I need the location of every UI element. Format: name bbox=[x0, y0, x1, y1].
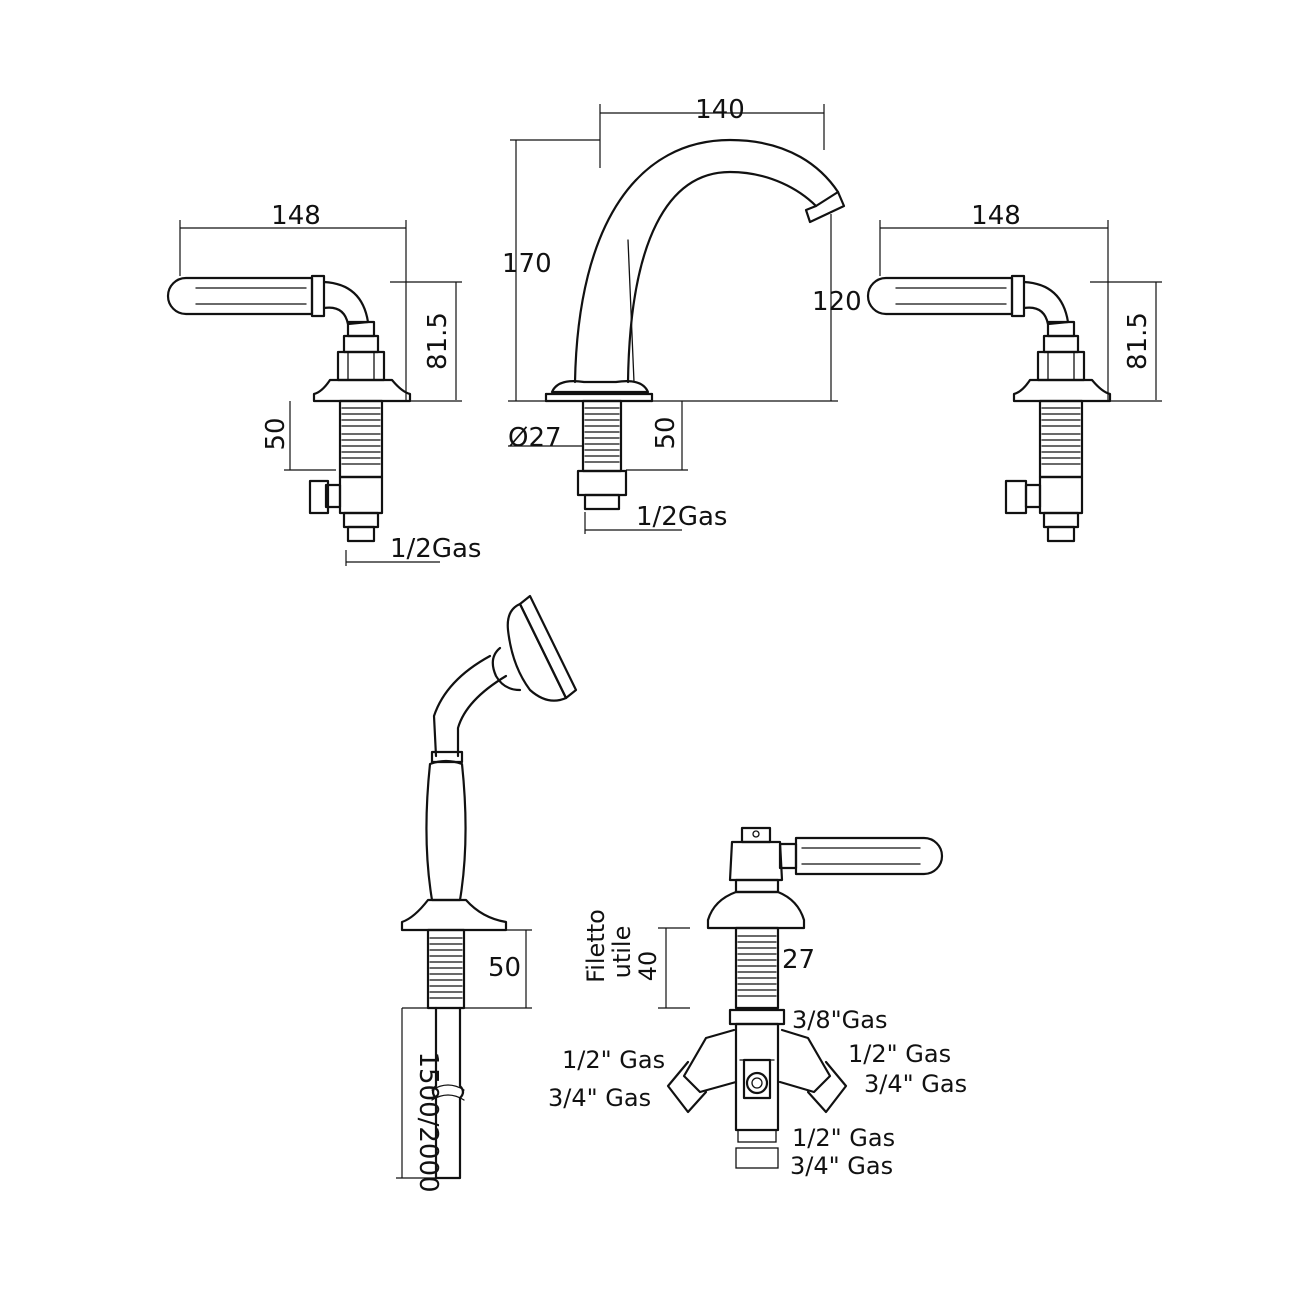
right-handle-valve: 148 81.5 bbox=[866, 201, 1162, 543]
useful-thread-length-label: 40 bbox=[634, 951, 662, 982]
spout: 140 170 120 Ø27 50 1/2Gas bbox=[502, 95, 862, 534]
right-handle-width-label: 148 bbox=[971, 201, 1021, 231]
useful-thread-label-line1: Filetto bbox=[582, 909, 610, 983]
right-handle-height-label: 81.5 bbox=[1123, 312, 1153, 370]
right-shank-thread bbox=[1041, 407, 1081, 465]
hand-shower-shank-thread bbox=[429, 937, 463, 999]
diverter-valve: Filetto utile 40 27 3/8"Gas 1/2" Gas 3/4… bbox=[548, 826, 967, 1180]
spout-outlet-height-label: 120 bbox=[812, 287, 862, 317]
spout-diameter-label: Ø27 bbox=[508, 423, 562, 453]
diverter-left-inner-label: 1/2" Gas bbox=[562, 1046, 665, 1074]
diverter-diameter-label: 27 bbox=[782, 945, 815, 975]
spout-thread-label: 1/2Gas bbox=[636, 502, 727, 532]
diverter-right-outer-label: 3/4" Gas bbox=[864, 1070, 967, 1098]
hose-length-label: 1500/2000 bbox=[413, 1051, 443, 1192]
left-shank-thread bbox=[341, 407, 381, 465]
diverter-bottom-outer-label: 3/4" Gas bbox=[790, 1152, 893, 1180]
hand-shower: 50 1500/2000 bbox=[396, 594, 578, 1193]
spout-height-label: 170 bbox=[502, 249, 552, 279]
left-shank-length-label: 50 bbox=[261, 417, 291, 450]
left-handle-width-label: 148 bbox=[271, 201, 321, 231]
spout-reach-label: 140 bbox=[695, 95, 745, 125]
diverter-shank-thread bbox=[737, 935, 777, 997]
spout-shank-length-label: 50 bbox=[651, 416, 681, 449]
left-handle-valve: 148 81.5 50 1/2Gas bbox=[166, 201, 481, 566]
spout-shank-thread bbox=[584, 407, 620, 463]
useful-thread-label-line2: utile bbox=[608, 926, 636, 979]
diverter-left-outer-label: 3/4" Gas bbox=[548, 1084, 651, 1112]
left-thread-label: 1/2Gas bbox=[390, 534, 481, 564]
diverter-top-thread-label: 3/8"Gas bbox=[792, 1006, 887, 1034]
left-handle-height-label: 81.5 bbox=[423, 312, 453, 370]
diverter-bottom-inner-label: 1/2" Gas bbox=[792, 1124, 895, 1152]
hand-shower-shank-label: 50 bbox=[488, 953, 521, 983]
diverter-right-inner-label: 1/2" Gas bbox=[848, 1040, 951, 1068]
